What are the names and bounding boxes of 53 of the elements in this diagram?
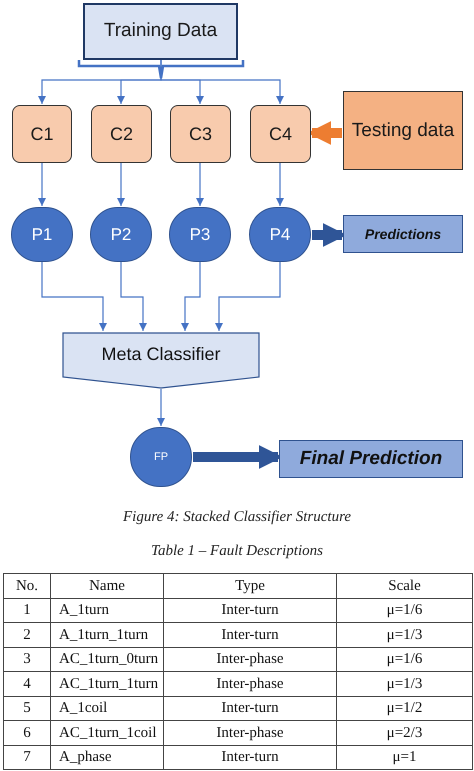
table-cell: A_phase [50,745,164,770]
table-cell: Inter-phase [164,672,336,696]
output-box: Predictions [343,215,463,253]
arrow [41,262,107,331]
table-cell: Inter-turn [164,598,336,622]
table-cell: AC_1turn_1coil [50,720,164,745]
table-cell: Inter-turn [164,745,336,770]
table-cell: 1 [4,598,50,622]
header-cell: Type [164,574,336,598]
arrow [120,262,147,331]
table-cell: 2 [4,622,50,647]
table-cell: μ=1/3 [336,622,472,647]
table-cell: μ=2/3 [336,720,472,745]
table-cell: Inter-phase [164,647,336,672]
arrow [181,262,201,331]
classifier-box: C1 [12,105,72,163]
table-cell: 7 [4,745,50,770]
table-cell: AC_1turn_1turn [50,672,164,696]
table-cell: A_1coil [50,696,164,720]
table-title: Table 1 – Fault Descriptions [150,542,324,561]
classifier-pentagon: Meta Classifier [62,332,260,389]
table-cell: 4 [4,672,50,696]
arrow [160,60,284,104]
header-cell: Name [50,574,164,598]
arrow [215,262,281,331]
data-box: Training Data [83,3,238,60]
table-cell: 5 [4,696,50,720]
data-box: Testing data [343,91,463,170]
output-box: Final Prediction [279,440,463,478]
table-cell: μ=1/6 [336,598,472,622]
table-cell: μ=1 [336,745,472,770]
header-cell: Scale [336,574,472,598]
table-cell: Inter-turn [164,622,336,647]
figure-caption: Figure 4: Stacked Classifier Structure [122,508,352,527]
table-cell: Inter-phase [164,720,336,745]
arrow [117,163,125,206]
classifier-box: C2 [91,105,152,163]
table-cell: 6 [4,720,50,745]
arrow [196,163,204,206]
classifier-box: C4 [250,105,311,163]
table-cell: μ=1/3 [336,672,472,696]
table-cell: Inter-turn [164,696,336,720]
arrow [38,163,46,206]
classifier-box: C3 [170,105,231,163]
table-cell: A_1turn_1turn [50,622,164,647]
header-cell: No. [4,574,50,598]
table-cell: μ=1/2 [336,696,472,720]
table-cell: A_1turn [50,598,164,622]
table-cell: μ=1/6 [336,647,472,672]
arrow [276,163,284,206]
arrow [157,389,165,426]
table-cell: 3 [4,647,50,672]
table-cell: AC_1turn_0turn [50,647,164,672]
